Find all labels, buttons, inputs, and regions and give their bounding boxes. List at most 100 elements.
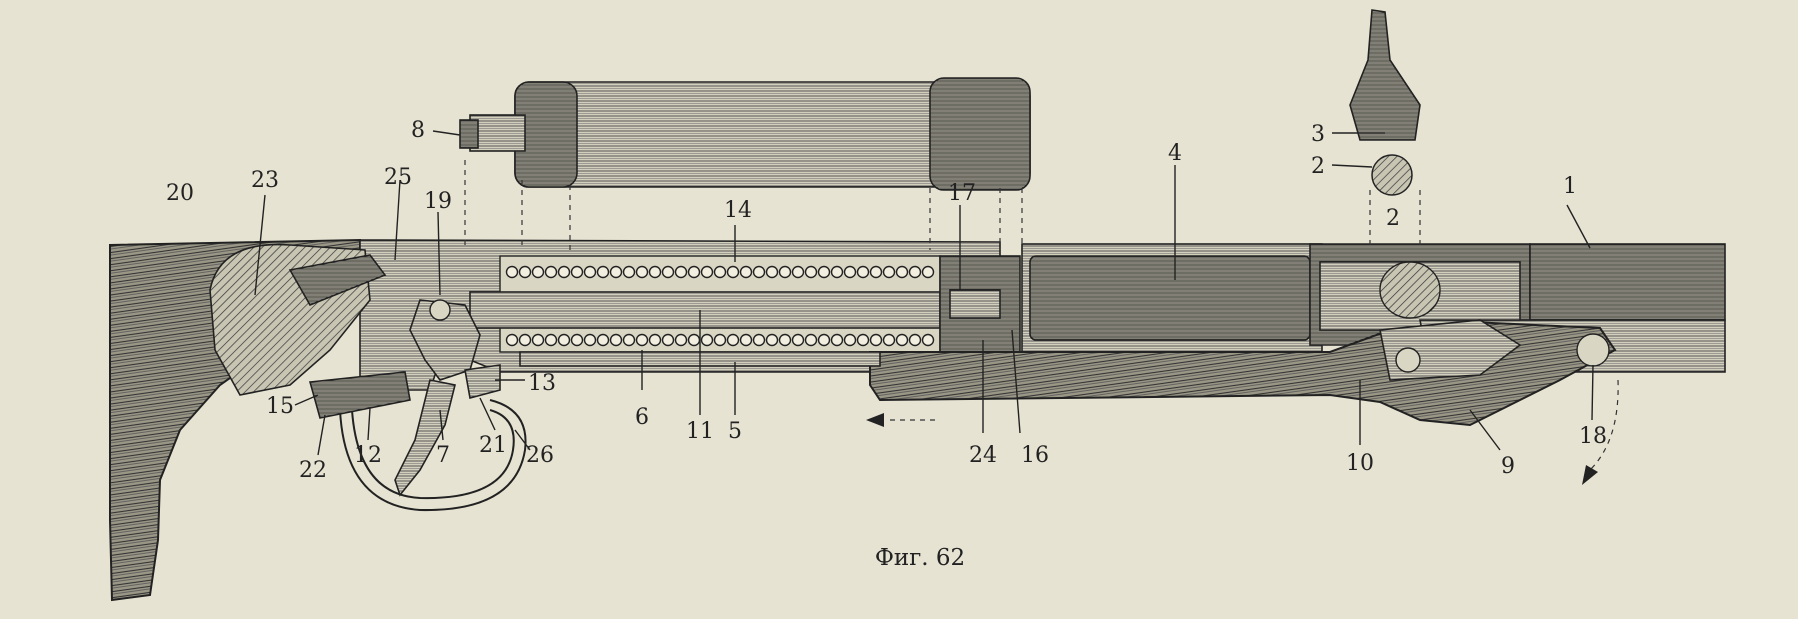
- callout-13: 13: [528, 371, 556, 396]
- callout-18: 18: [1579, 424, 1607, 449]
- spring-coil: [908, 333, 922, 347]
- barrel: [1529, 243, 1726, 321]
- callout-4: 4: [1168, 141, 1182, 166]
- spring-coil: [817, 333, 831, 347]
- trigger: [394, 379, 456, 497]
- firing-ball: [1371, 154, 1413, 196]
- lever-pivot-18: [1576, 333, 1610, 367]
- leader-line: [294, 394, 319, 406]
- spring-coil: [661, 333, 675, 347]
- spring-coil: [518, 265, 532, 279]
- spring-coil: [804, 333, 818, 347]
- spring-coil: [791, 265, 805, 279]
- spring-coil: [726, 265, 740, 279]
- leader-line: [317, 414, 326, 456]
- leader-line: [1011, 329, 1021, 434]
- spring-coil: [557, 333, 571, 347]
- spring-coil: [583, 265, 597, 279]
- spring-coil: [921, 333, 935, 347]
- spring-coil: [739, 265, 753, 279]
- spring-coil: [609, 265, 623, 279]
- spring-coil: [713, 333, 727, 347]
- callout-22: 22: [299, 458, 327, 483]
- spring-coil: [518, 333, 532, 347]
- spring-coil: [505, 333, 519, 347]
- spring-coil: [674, 265, 688, 279]
- trigger-guard: [339, 399, 527, 512]
- chamber-bore: [1029, 255, 1311, 341]
- spring-coil: [830, 265, 844, 279]
- spring-coil: [843, 265, 857, 279]
- lock-screw: [288, 254, 387, 307]
- callout-19: 19: [424, 189, 452, 214]
- callout-20: 20: [166, 181, 194, 206]
- spring-coil: [921, 265, 935, 279]
- hammer: [409, 299, 481, 381]
- spring-coil: [817, 265, 831, 279]
- callout-14: 14: [724, 198, 752, 223]
- spring-coil: [622, 333, 636, 347]
- callout-1: 1: [1563, 174, 1577, 199]
- sear: [464, 364, 501, 399]
- spring-coil: [687, 333, 701, 347]
- spring-coil: [674, 333, 688, 347]
- spring-coil: [596, 333, 610, 347]
- leader-line: [1331, 164, 1373, 168]
- callout-11: 11: [686, 419, 714, 444]
- spring-coil: [596, 265, 610, 279]
- callout-5: 5: [728, 419, 742, 444]
- spring-coil: [882, 265, 896, 279]
- spring-coil: [648, 265, 662, 279]
- spring-coil: [843, 333, 857, 347]
- spring-coil: [830, 333, 844, 347]
- follower-tip: [459, 119, 479, 149]
- spring-coil: [635, 265, 649, 279]
- spring-coil: [856, 265, 870, 279]
- spring-coil: [557, 265, 571, 279]
- spring-coil: [869, 265, 883, 279]
- hammer-pivot-19: [429, 299, 451, 321]
- callout-3: 3: [1311, 122, 1325, 147]
- plug-inner: [949, 289, 1001, 319]
- leader-line: [514, 429, 531, 451]
- callout-26: 26: [526, 443, 554, 468]
- spring-coil: [752, 265, 766, 279]
- spring-coil: [544, 265, 558, 279]
- trigger-guard-inner: [351, 409, 515, 500]
- leader-line: [1566, 204, 1591, 249]
- arrowhead-down: [1582, 465, 1598, 485]
- leader-line: [254, 194, 266, 296]
- spring-coil: [700, 265, 714, 279]
- spring-coil: [778, 333, 792, 347]
- spring-coil: [700, 333, 714, 347]
- spring-coil: [531, 333, 545, 347]
- spring-coil: [713, 265, 727, 279]
- spring-coil: [544, 333, 558, 347]
- callout-21: 21: [479, 433, 507, 458]
- callout-24: 24: [969, 443, 997, 468]
- spring-coil: [778, 265, 792, 279]
- spring-coil: [570, 265, 584, 279]
- callout-8: 8: [411, 118, 425, 143]
- leader-line: [394, 179, 401, 261]
- spring-coil: [765, 265, 779, 279]
- mainspring-housing: [308, 371, 411, 419]
- leader-line: [479, 397, 496, 431]
- leader-line: [1469, 409, 1501, 451]
- figure-caption: Фиг. 62: [875, 545, 965, 571]
- breech-pin: [1379, 261, 1441, 319]
- spring-coil: [726, 333, 740, 347]
- spring-coil: [908, 265, 922, 279]
- callout-17: 17: [948, 181, 976, 206]
- callout-15: 15: [266, 394, 294, 419]
- spring-coil: [505, 265, 519, 279]
- callout-2-removed: 2: [1311, 154, 1325, 179]
- leader-line: [1591, 364, 1594, 421]
- leader-line: [437, 211, 441, 296]
- spring-coil: [765, 333, 779, 347]
- lever-pivot: [1395, 347, 1421, 373]
- spring-coil: [882, 333, 896, 347]
- spring-lower: [505, 333, 935, 347]
